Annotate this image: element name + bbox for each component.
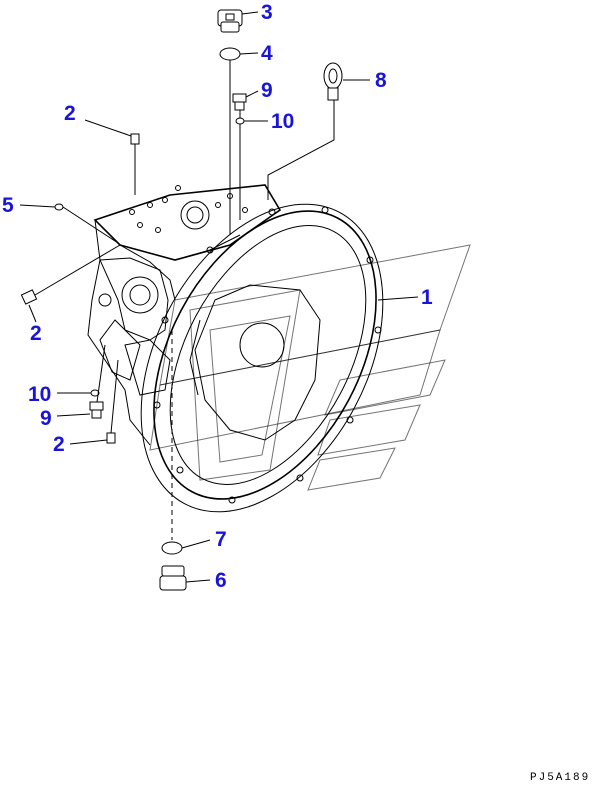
leader-line bbox=[110, 359, 119, 434]
callout-4: 4 bbox=[261, 42, 273, 65]
callout-leader-3 bbox=[241, 11, 259, 15]
callout-leader-2-upper bbox=[84, 119, 132, 137]
plug-part-2-lower bbox=[106, 432, 116, 444]
callout-3: 3 bbox=[261, 1, 273, 24]
leader-line bbox=[96, 344, 106, 403]
callout-leader-2-lower bbox=[69, 439, 108, 445]
leader-line bbox=[34, 244, 121, 296]
callout-leader-1 bbox=[377, 296, 419, 301]
fitting-part-9-top bbox=[232, 93, 247, 111]
callout-6: 6 bbox=[215, 569, 227, 592]
callout-leader-9-lower bbox=[56, 413, 91, 417]
watermark-logo bbox=[149, 244, 471, 491]
leader-line bbox=[267, 100, 335, 200]
plug-part-2-upper bbox=[130, 133, 140, 145]
fitting-part-9-lower bbox=[89, 401, 104, 419]
callout-5: 5 bbox=[2, 194, 14, 217]
eye-bolt-part-8 bbox=[323, 62, 343, 101]
callout-10-top: 10 bbox=[271, 110, 294, 133]
plug-part-2-left bbox=[20, 289, 38, 305]
pin-part-5 bbox=[54, 203, 64, 211]
callout-leader-5 bbox=[19, 204, 56, 208]
callout-leader-9-top bbox=[245, 90, 259, 98]
callout-2-lower: 2 bbox=[53, 433, 65, 456]
callout-leader-2-left bbox=[28, 304, 37, 323]
plug-part-3 bbox=[217, 9, 243, 33]
flywheel-housing bbox=[140, 203, 384, 513]
callout-9-top: 9 bbox=[261, 79, 273, 102]
callout-2-left: 2 bbox=[30, 322, 42, 345]
leader-line bbox=[62, 206, 119, 244]
callout-2-upper: 2 bbox=[64, 102, 76, 125]
o-ring-part-4 bbox=[219, 47, 241, 61]
o-ring-part-10-top bbox=[235, 117, 245, 125]
callout-leader-7 bbox=[181, 539, 211, 549]
drawing-code: PJ5A189 bbox=[530, 772, 590, 784]
drain-plug-part-6 bbox=[159, 565, 187, 591]
callout-8: 8 bbox=[375, 69, 387, 92]
o-ring-part-7 bbox=[161, 541, 183, 555]
callout-7: 7 bbox=[215, 528, 227, 551]
callout-leader-4 bbox=[239, 52, 259, 55]
callout-9-lower: 9 bbox=[40, 407, 52, 430]
callout-1: 1 bbox=[421, 286, 433, 309]
pump-housing bbox=[87, 184, 282, 446]
callout-leader-6 bbox=[185, 579, 211, 583]
callout-10-lower: 10 bbox=[28, 383, 51, 406]
